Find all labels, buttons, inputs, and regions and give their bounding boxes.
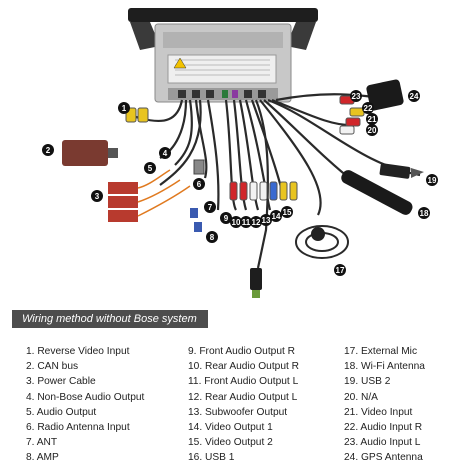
marker-15: 15: [281, 206, 293, 218]
svg-text:20: 20: [368, 126, 377, 135]
svg-text:6: 6: [197, 180, 202, 189]
marker-24: 24: [408, 90, 420, 102]
svg-text:10: 10: [232, 218, 241, 227]
legend-item: 8. AMP: [26, 452, 59, 464]
usb2-plug: [379, 163, 424, 179]
legend-item: 18. Wi-Fi Antenna: [344, 361, 425, 373]
marker-4: 4: [159, 147, 171, 159]
rca-output-row: [229, 181, 298, 201]
legend-item: 2. CAN bus: [26, 361, 79, 373]
power-cable-plug: [108, 169, 191, 222]
svg-text:18: 18: [420, 209, 429, 218]
svg-text:24: 24: [410, 92, 419, 101]
legend-item: 1. Reverse Video Input: [26, 346, 130, 357]
gps-antenna: [366, 79, 404, 111]
svg-text:17: 17: [336, 266, 345, 275]
svg-text:23: 23: [352, 92, 361, 101]
svg-text:8: 8: [210, 233, 215, 242]
svg-text:19: 19: [428, 176, 437, 185]
legend-column-1: 1. Reverse Video Input 2. CAN bus 3. Pow…: [26, 344, 144, 466]
legend-item: 20. N/A: [344, 391, 378, 403]
marker-9: 9: [220, 212, 232, 224]
svg-text:22: 22: [364, 104, 373, 113]
svg-text:2: 2: [46, 146, 51, 155]
svg-text:1: 1: [122, 104, 127, 113]
legend-item: 6. Radio Antenna Input: [26, 421, 130, 433]
rca-input-group: [339, 95, 365, 135]
svg-text:9: 9: [224, 214, 229, 223]
legend-item: 11. Front Audio Output L: [188, 376, 299, 388]
svg-text:13: 13: [262, 216, 271, 225]
svg-text:15: 15: [283, 208, 292, 217]
svg-text:3: 3: [95, 192, 100, 201]
legend-item: 16. USB 1: [188, 452, 235, 464]
can-bus-box: [62, 140, 118, 166]
legend-item: 5. Audio Output: [26, 406, 97, 418]
legend-item: 9. Front Audio Output R: [188, 346, 296, 357]
marker-2: 2: [42, 144, 54, 156]
marker-17: 17: [334, 264, 346, 276]
legend-item: 4. Non-Bose Audio Output: [26, 391, 145, 403]
marker-23: 23: [350, 90, 362, 102]
legend-item: 23. Audio Input L: [344, 437, 421, 449]
radio-antenna-plug: [193, 159, 205, 175]
legend-item: 13. Subwoofer Output: [188, 406, 288, 418]
marker-5: 5: [144, 162, 156, 174]
marker-10: 10: [230, 216, 242, 228]
marker-3: 3: [91, 190, 103, 202]
marker-13: 13: [260, 214, 272, 226]
svg-text:5: 5: [148, 164, 153, 173]
legend-item: 24. GPS Antenna: [344, 452, 423, 464]
marker-12: 12: [250, 216, 262, 228]
legend-item: 17. External Mic: [344, 346, 418, 357]
svg-text:14: 14: [272, 212, 281, 221]
external-mic: [295, 225, 349, 259]
marker-22: 22: [362, 102, 374, 114]
amp-connector: [194, 222, 202, 232]
legend-item: 12. Rear Audio Output L: [188, 391, 298, 403]
legend-column-3: 17. External Mic 18. Wi-Fi Antenna 19. U…: [344, 344, 425, 466]
marker-8: 8: [206, 231, 218, 243]
marker-11: 11: [240, 216, 252, 228]
legend-item: 7. ANT: [26, 437, 58, 449]
svg-text:11: 11: [242, 218, 251, 227]
marker-18: 18: [418, 207, 430, 219]
legend-item: 15. Video Output 2: [188, 437, 273, 449]
marker-1: 1: [118, 102, 130, 114]
wifi-antenna: [341, 170, 413, 215]
svg-text:21: 21: [368, 115, 377, 124]
legend-item: 14. Video Output 1: [188, 421, 273, 433]
legend-item: 19. USB 2: [344, 376, 391, 388]
legend-item: 10. Rear Audio Output R: [188, 361, 299, 373]
marker-14: 14: [270, 210, 282, 222]
marker-21: 21: [366, 113, 378, 125]
head-unit: [128, 8, 318, 103]
marker-7: 7: [204, 201, 216, 213]
marker-6: 6: [193, 178, 205, 190]
legend-item: 22. Audio Input R: [344, 421, 423, 433]
svg-text:4: 4: [163, 149, 168, 158]
legend-column-2: 9. Front Audio Output R 10. Rear Audio O…: [188, 344, 299, 466]
caption-banner: Wiring method without Bose system: [12, 310, 208, 328]
svg-text:7: 7: [208, 203, 213, 212]
wiring-diagram: 1 2 3 4 5 6 7 8 9 10 11 12 13 14 15 16 1…: [42, 8, 438, 298]
marker-20: 20: [366, 124, 378, 136]
svg-text:12: 12: [252, 218, 261, 227]
marker-19: 19: [426, 174, 438, 186]
legend-item: 3. Power Cable: [26, 376, 96, 388]
legend-item: 21. Video Input: [344, 406, 413, 418]
ant-connector: [190, 208, 198, 218]
usb1-plug: [250, 268, 262, 298]
